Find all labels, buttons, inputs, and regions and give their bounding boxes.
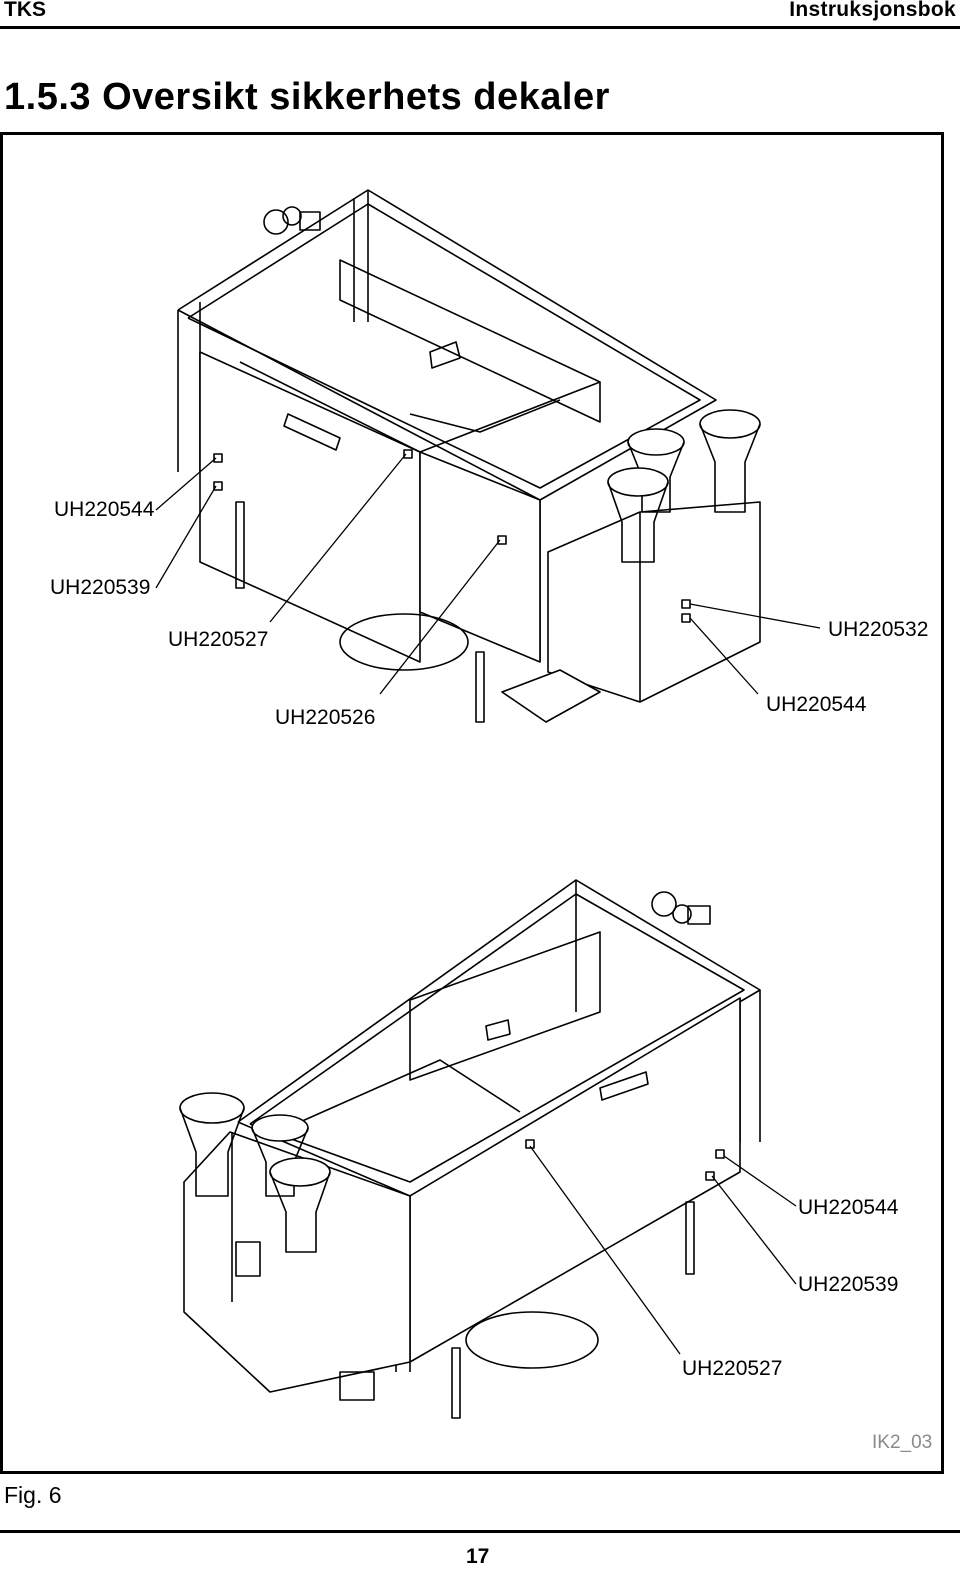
figure-frame (0, 132, 944, 1474)
callout-leaders-top (155, 453, 821, 695)
header-document-title: Instruksjonsbok (789, 0, 956, 21)
header-brand: TKS (4, 0, 46, 21)
callout-label-top-1: UH220544 (54, 498, 155, 521)
spreader-drawing-top (177, 189, 761, 723)
section-title: 1.5.3 Oversikt sikkerhets dekaler (4, 76, 610, 118)
callout-label-top-4: UH220532 (828, 618, 929, 641)
callout-label-top-5: UH220526 (275, 706, 376, 729)
callout-leaders-bottom (529, 1145, 797, 1355)
callout-label-bottom-1: UH220544 (798, 1196, 899, 1219)
callout-label-top-2: UH220539 (50, 576, 151, 599)
page-number: 17 (466, 1545, 490, 1568)
header-rule (0, 26, 960, 29)
footer-rule (0, 1530, 960, 1533)
figure-caption: Fig. 6 (4, 1482, 62, 1508)
spreader-drawing-bottom (179, 879, 761, 1419)
callout-label-top-6: UH220544 (766, 693, 867, 716)
callout-label-bottom-3: UH220527 (682, 1357, 783, 1380)
drawing-id: IK2_03 (872, 1432, 933, 1453)
callout-label-bottom-2: UH220539 (798, 1273, 899, 1296)
callout-label-top-3: UH220527 (168, 628, 269, 651)
